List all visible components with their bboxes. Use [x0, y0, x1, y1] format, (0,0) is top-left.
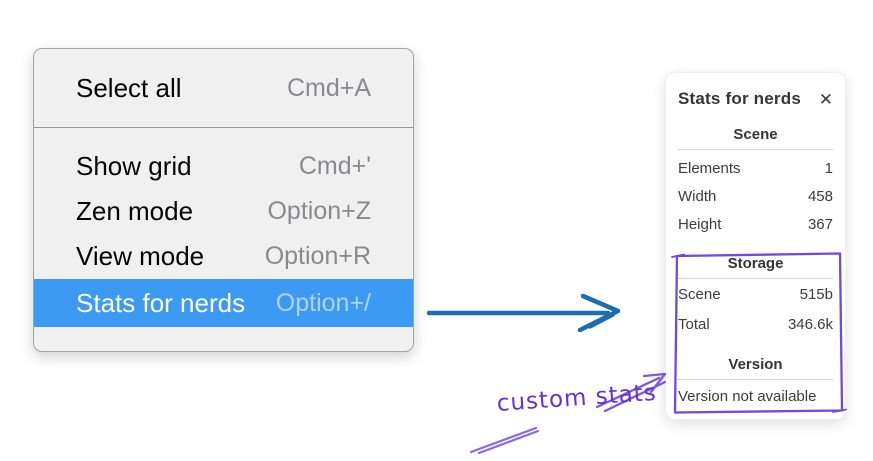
menu-item-label: Stats for nerds [76, 287, 246, 318]
menu-item-stats-for-nerds[interactable]: Stats for nerds Option+/ [34, 279, 413, 327]
stat-row-height: Height 367 [678, 210, 833, 238]
version-note: Version not available [678, 388, 817, 405]
menu-item-show-grid[interactable]: Show grid Cmd+' [34, 144, 413, 189]
stat-row-scene-size: Scene 515b [678, 279, 833, 309]
menu-item-label: Zen mode [76, 196, 194, 226]
menu-item-shortcut: Cmd+' [298, 152, 371, 180]
section-header: Storage [727, 255, 784, 272]
stats-panel: Stats for nerds ✕ Scene Elements 1 Width… [665, 72, 846, 420]
stat-label: Height [678, 215, 722, 233]
menu-item-label: Select all [76, 72, 182, 103]
menu-item-label: Show grid [76, 151, 192, 181]
menu-item-shortcut: Option+R [264, 242, 371, 270]
stat-label: Width [678, 187, 717, 205]
stats-section-storage: Storage Scene 515b Total 346.6k [678, 255, 833, 339]
section-header: Version [728, 356, 783, 373]
section-divider [678, 379, 833, 380]
stat-label: Elements [678, 159, 741, 177]
menu-item-view-mode[interactable]: View mode Option+R [34, 234, 413, 279]
stat-row-total-size: Total 346.6k [678, 309, 833, 339]
menu-item-shortcut: Option+Z [267, 197, 371, 225]
flow-arrow-icon [426, 293, 621, 333]
stat-value: 346.6k [787, 315, 833, 333]
stat-label: Total [678, 315, 710, 333]
stat-value: 1 [824, 159, 833, 177]
context-menu: Select all Cmd+A Show grid Cmd+' Zen mod… [33, 48, 414, 352]
stat-value: 515b [799, 285, 833, 303]
stat-row-width: Width 458 [678, 182, 833, 210]
close-icon[interactable]: ✕ [818, 89, 833, 109]
menu-item-zen-mode[interactable]: Zen mode Option+Z [34, 189, 413, 234]
menu-item-shortcut: Cmd+A [286, 73, 371, 102]
stat-label: Scene [678, 285, 721, 303]
stat-value: 458 [807, 187, 833, 205]
underline-stroke [469, 426, 540, 455]
stats-panel-header: Stats for nerds ✕ [678, 89, 833, 109]
menu-item-shortcut: Option+/ [275, 288, 371, 317]
stats-section-version: Version Version not available [678, 356, 833, 405]
menu-item-select-all[interactable]: Select all Cmd+A [34, 49, 413, 127]
stat-row-elements: Elements 1 [678, 154, 833, 182]
handwritten-annotation: custom stats [496, 379, 658, 417]
menu-item-label: View mode [76, 241, 205, 271]
stats-panel-title: Stats for nerds [678, 89, 801, 108]
stats-section-scene: Scene Elements 1 Width 458 Height 367 [678, 126, 833, 238]
menu-group: Show grid Cmd+' Zen mode Option+Z View m… [34, 128, 413, 327]
menu-separator [34, 127, 413, 128]
section-header: Scene [733, 126, 778, 143]
section-divider [678, 149, 833, 150]
stat-value: 367 [807, 215, 833, 233]
